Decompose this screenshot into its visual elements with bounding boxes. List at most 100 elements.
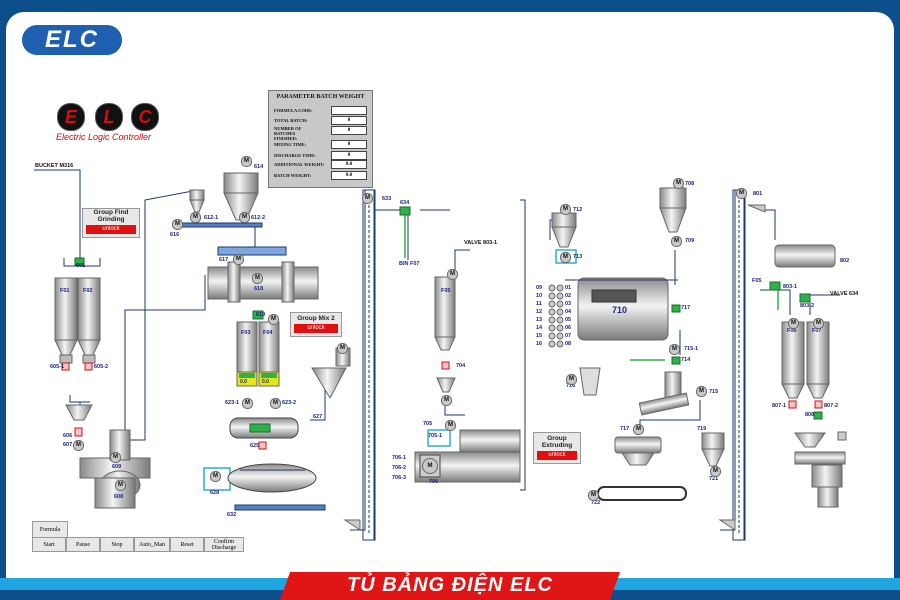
motor-609[interactable]: M xyxy=(110,452,121,463)
cooler-715 xyxy=(579,367,690,416)
tag: 706 xyxy=(429,479,439,485)
tag: 627 xyxy=(313,414,323,420)
motor-706[interactable]: M xyxy=(422,458,438,474)
motor-712[interactable]: M xyxy=(560,204,571,215)
tag: 802 xyxy=(840,258,850,264)
motor-623-1[interactable]: M xyxy=(242,398,253,409)
motor-614[interactable]: M xyxy=(241,156,252,167)
group-mix-2: Group Mix 2 unlock xyxy=(290,312,342,337)
auto-man-button[interactable]: Auto_Man xyxy=(134,537,170,552)
tag: 705-1 xyxy=(428,433,443,439)
tag: 13 xyxy=(536,317,543,323)
motor-627[interactable]: M xyxy=(337,343,348,354)
param-label: BATCH WEIGHT: xyxy=(274,173,312,178)
tag: 01 xyxy=(565,285,572,291)
motor-715[interactable]: M xyxy=(696,386,707,397)
total-batch-field[interactable]: 0 xyxy=(331,116,367,125)
tag: 03 xyxy=(565,301,572,307)
unlock-button[interactable]: unlock xyxy=(294,324,338,333)
param-label: NUMBER OF BATCHES FINISHED: xyxy=(274,126,302,141)
stop-button[interactable]: Stop xyxy=(100,537,134,552)
conveyor-802 xyxy=(769,244,836,303)
tag: F06 xyxy=(787,328,797,334)
packer-808 xyxy=(794,432,846,508)
motor-705[interactable]: M xyxy=(441,395,452,406)
additional-weight-field[interactable]: 0.0 xyxy=(331,160,367,169)
tag: 807-2 xyxy=(824,403,839,409)
pause-button[interactable]: Pause xyxy=(66,537,100,552)
param-label: FORMULA CODE: xyxy=(274,108,313,113)
tag: 605-1 xyxy=(50,364,65,370)
motor-612-1[interactable]: M xyxy=(190,212,201,223)
batches-finished-field[interactable]: 0 xyxy=(331,126,367,135)
silo-f03-f04 xyxy=(229,310,299,450)
sifter-717 xyxy=(597,432,725,501)
tag: 704 xyxy=(456,363,466,369)
tag: 713 xyxy=(573,254,583,260)
silo-f05 xyxy=(434,276,456,393)
motor-619[interactable]: M xyxy=(268,314,279,325)
tag: 11 xyxy=(536,301,542,307)
control-buttons: Start Pause Stop Auto_Man Reset Confirm … xyxy=(32,537,244,553)
motor-633[interactable]: M xyxy=(362,193,373,204)
motor-f07[interactable]: M xyxy=(813,318,824,329)
motor-716[interactable]: M xyxy=(566,374,577,385)
motor-616[interactable]: M xyxy=(172,219,183,230)
tag: 14 xyxy=(536,325,543,331)
motor-717[interactable]: M xyxy=(633,424,644,435)
batch-weight-field[interactable]: 0.0 xyxy=(331,171,367,180)
motor-721[interactable]: M xyxy=(710,466,721,477)
tag: 606 xyxy=(63,433,73,439)
motor-612-2[interactable]: M xyxy=(239,212,250,223)
tag: 709 xyxy=(685,238,695,244)
silo-f01-f02 xyxy=(54,257,101,437)
motor-628[interactable]: M xyxy=(210,471,221,482)
confirm-discharge-button[interactable]: Confirm Discharge xyxy=(204,537,244,552)
logo-letter-l: L xyxy=(95,103,123,131)
formula-code-field[interactable] xyxy=(331,106,367,115)
mixing-time-field[interactable]: 0 xyxy=(331,140,367,149)
tab-formula[interactable]: Formula xyxy=(32,521,68,538)
motor-608[interactable]: M xyxy=(115,480,126,491)
motor-715-1[interactable]: M xyxy=(669,344,680,355)
motor-722[interactable]: M xyxy=(588,490,599,501)
tag: 04 xyxy=(565,309,572,315)
tag: F01 xyxy=(60,288,70,294)
dryer-710 xyxy=(565,277,681,365)
motor-713[interactable]: M xyxy=(560,252,571,263)
tag: 607 xyxy=(63,442,73,448)
discharge-time-field[interactable]: 0 xyxy=(331,151,367,160)
parameter-batch-weight-panel: PARAMETER BATCH WEIGHT FORMULA CODE: TOT… xyxy=(268,90,373,188)
unlock-button[interactable]: unlock xyxy=(86,225,136,234)
motor-f05[interactable]: M xyxy=(447,269,458,280)
tag: 714 xyxy=(681,357,691,363)
tag: 706-1 xyxy=(392,455,407,461)
bucket-label: BUCKET M316 xyxy=(35,163,74,169)
tag: 715-1 xyxy=(684,346,699,352)
start-button[interactable]: Start xyxy=(32,537,66,552)
group-fine-grinding: Group Find Grinding unlock xyxy=(82,208,140,238)
tag: 614 xyxy=(254,164,264,170)
motor-607[interactable]: M xyxy=(73,440,84,451)
motor-708[interactable]: M xyxy=(673,178,684,189)
motor-618[interactable]: M xyxy=(252,273,263,284)
motor-801[interactable]: M xyxy=(736,188,747,199)
tag: F02 xyxy=(83,288,93,294)
group-title: Group Mix 2 xyxy=(297,315,335,322)
tag: 803-1 xyxy=(783,284,798,290)
tag: 803-2 xyxy=(800,303,815,309)
tag: 09 xyxy=(536,285,543,291)
motor-f06[interactable]: M xyxy=(788,318,799,329)
motor-617[interactable]: M xyxy=(233,254,244,265)
motor-705-1[interactable]: M xyxy=(445,420,456,431)
tag: F03 xyxy=(241,330,251,336)
reset-button[interactable]: Reset xyxy=(170,537,204,552)
elevator-801 xyxy=(718,189,766,541)
motor-709[interactable]: M xyxy=(671,236,682,247)
tag: 10 xyxy=(536,293,543,299)
unlock-button[interactable]: unlock xyxy=(537,451,577,460)
tag: 801 xyxy=(753,191,763,197)
tag: 618 xyxy=(254,286,264,292)
motor-623-2[interactable]: M xyxy=(270,398,281,409)
